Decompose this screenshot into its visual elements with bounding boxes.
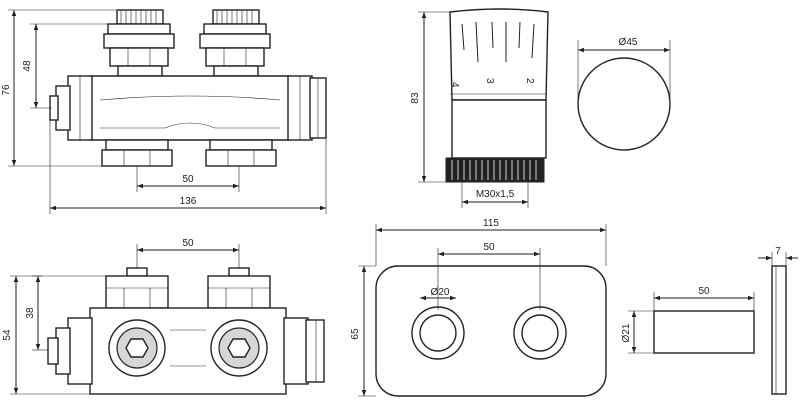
dim-65-label: 65 — [350, 328, 361, 340]
thermostatic-knob: 4 3 2 83 M30x1,5 — [410, 8, 549, 208]
dim-50-top-label: 50 — [182, 174, 194, 185]
top-right-nipple — [199, 9, 271, 77]
dim-48-label: 48 — [22, 60, 33, 72]
sleeve-side-view: 50 Ø21 — [621, 286, 755, 354]
valve-top-view: 50 54 38 — [2, 238, 325, 395]
knob-mark-2: 2 — [524, 78, 535, 84]
dim-54-label: 54 — [2, 329, 13, 341]
top-left-nipple — [103, 9, 175, 77]
dim-50-plate-label: 50 — [483, 242, 495, 253]
dim-d45-label: Ø45 — [619, 37, 638, 48]
round-cap-view: Ø45 — [577, 37, 671, 151]
dim-thread-label: M30x1,5 — [476, 189, 515, 200]
dim-50-bottom-label: 50 — [182, 238, 194, 249]
cover-plate-view: 115 50 Ø20 65 — [350, 218, 607, 397]
dim-50-sleeve-label: 50 — [698, 286, 710, 297]
dim-136-label: 136 — [180, 196, 197, 207]
right-side-fitting — [287, 75, 327, 141]
knob-mark-4: 4 — [449, 82, 460, 88]
valve-front-view: 48 76 50 136 — [1, 9, 327, 214]
dim-76-label: 76 — [1, 84, 12, 96]
dim-d20-label: Ø20 — [431, 287, 450, 298]
knob-mark-3: 3 — [484, 78, 495, 84]
bottom-nuts — [101, 139, 277, 167]
dim-38-label: 38 — [25, 307, 36, 319]
left-side-fitting — [49, 75, 93, 141]
dim-83-label: 83 — [410, 92, 421, 104]
dim-115-label: 115 — [483, 218, 499, 229]
washer-edge-view: 7 — [758, 246, 798, 395]
dim-d21-label: Ø21 — [621, 323, 632, 342]
dim-7-label: 7 — [775, 246, 781, 257]
